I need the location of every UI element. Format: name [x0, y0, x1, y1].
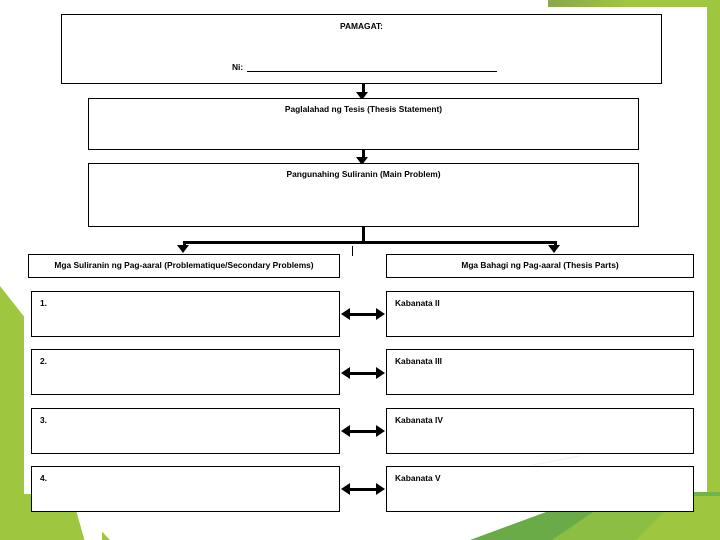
secondary-problem-box-2[interactable]: 2. [31, 349, 340, 395]
arrow-left-head-icon [341, 483, 350, 495]
secondary-problem-number-2: 2. [40, 356, 47, 366]
arrow-down-icon [356, 92, 368, 100]
arrow-down-icon [548, 245, 560, 253]
arrow-right-head-icon [376, 367, 385, 379]
thesis-part-label-4: Kabanata V [395, 473, 441, 483]
connector-horizontal-branch [183, 241, 557, 245]
thesis-part-box-2[interactable]: Kabanata III [386, 349, 694, 395]
center-tick-mark [352, 246, 354, 256]
title-box[interactable]: PAMAGAT: Ni: [61, 14, 662, 84]
arrow-shaft [348, 487, 378, 491]
arrow-right-head-icon [376, 425, 385, 437]
arrow-right-head-icon [376, 308, 385, 320]
left-column-header-label: Mga Suliranin ng Pag-aaral (Problematiqu… [54, 260, 314, 270]
arrow-shaft [348, 371, 378, 375]
thesis-statement-box[interactable]: Paglalahad ng Tesis (Thesis Statement) [88, 98, 639, 150]
thesis-part-label-2: Kabanata III [395, 356, 443, 366]
left-column-header-box[interactable]: Mga Suliranin ng Pag-aaral (Problematiqu… [28, 254, 340, 278]
bidirectional-arrow-icon-3 [341, 424, 385, 438]
right-column-header-box[interactable]: Mga Bahagi ng Pag-aaral (Thesis Parts) [386, 254, 694, 278]
secondary-problem-number-1: 1. [40, 298, 47, 308]
main-problem-label: Pangunahing Suliranin (Main Problem) [286, 169, 441, 179]
right-column-header-label: Mga Bahagi ng Pag-aaral (Thesis Parts) [461, 260, 619, 270]
thesis-part-box-1[interactable]: Kabanata II [386, 291, 694, 337]
thesis-part-label-1: Kabanata II [395, 298, 440, 308]
secondary-problem-number-3: 3. [40, 415, 47, 425]
author-line: Ni: [232, 61, 498, 72]
secondary-problem-box-3[interactable]: 3. [31, 408, 340, 454]
top-green-accent-bar [548, 0, 720, 7]
thesis-part-box-3[interactable]: Kabanata IV [386, 408, 694, 454]
author-label: Ni: [232, 62, 244, 72]
bidirectional-arrow-icon-2 [341, 366, 385, 380]
connector-line-branch-right [554, 241, 557, 247]
bidirectional-arrow-icon-1 [341, 307, 385, 321]
bidirectional-arrow-icon-4 [341, 482, 385, 496]
connector-stem-main-problem [362, 227, 365, 243]
thesis-part-label-3: Kabanata IV [395, 415, 443, 425]
secondary-problem-box-4[interactable]: 4. [31, 466, 340, 512]
secondary-problem-box-1[interactable]: 1. [31, 291, 340, 337]
arrow-shaft [348, 429, 378, 433]
arrow-down-icon [356, 157, 368, 165]
main-problem-box[interactable]: Pangunahing Suliranin (Main Problem) [88, 163, 639, 227]
connector-line-thesis-to-main-problem [362, 150, 365, 159]
thesis-part-box-4[interactable]: Kabanata V [386, 466, 694, 512]
author-underline-field[interactable] [247, 61, 498, 72]
arrow-left-head-icon [341, 367, 350, 379]
pamagat-heading: PAMAGAT: [340, 21, 383, 31]
right-green-accent-band [707, 0, 720, 540]
arrow-shaft [348, 312, 378, 316]
connector-line-title-to-thesis [362, 84, 365, 94]
arrow-left-head-icon [341, 308, 350, 320]
thesis-statement-label: Paglalahad ng Tesis (Thesis Statement) [284, 104, 443, 114]
arrow-left-head-icon [341, 425, 350, 437]
secondary-problem-number-4: 4. [40, 473, 47, 483]
connector-line-branch-left [183, 241, 186, 247]
arrow-right-head-icon [376, 483, 385, 495]
arrow-down-icon [177, 245, 189, 253]
